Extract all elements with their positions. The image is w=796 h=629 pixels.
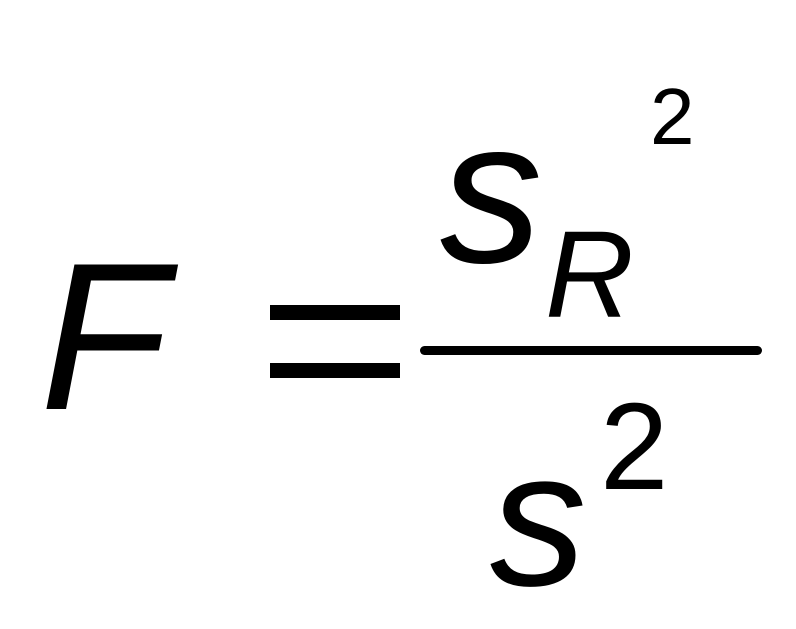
lhs-variable-f: F (40, 219, 169, 454)
equals-bottom-bar (270, 363, 400, 378)
denominator-base: s (490, 410, 587, 626)
equals-top-bar (270, 305, 400, 320)
numerator-subscript: R (545, 207, 634, 344)
fraction-line (420, 346, 762, 355)
numerator-base: s (440, 77, 543, 306)
numerator-superscript: 2 (650, 72, 695, 161)
denominator-superscript: 2 (600, 379, 669, 516)
